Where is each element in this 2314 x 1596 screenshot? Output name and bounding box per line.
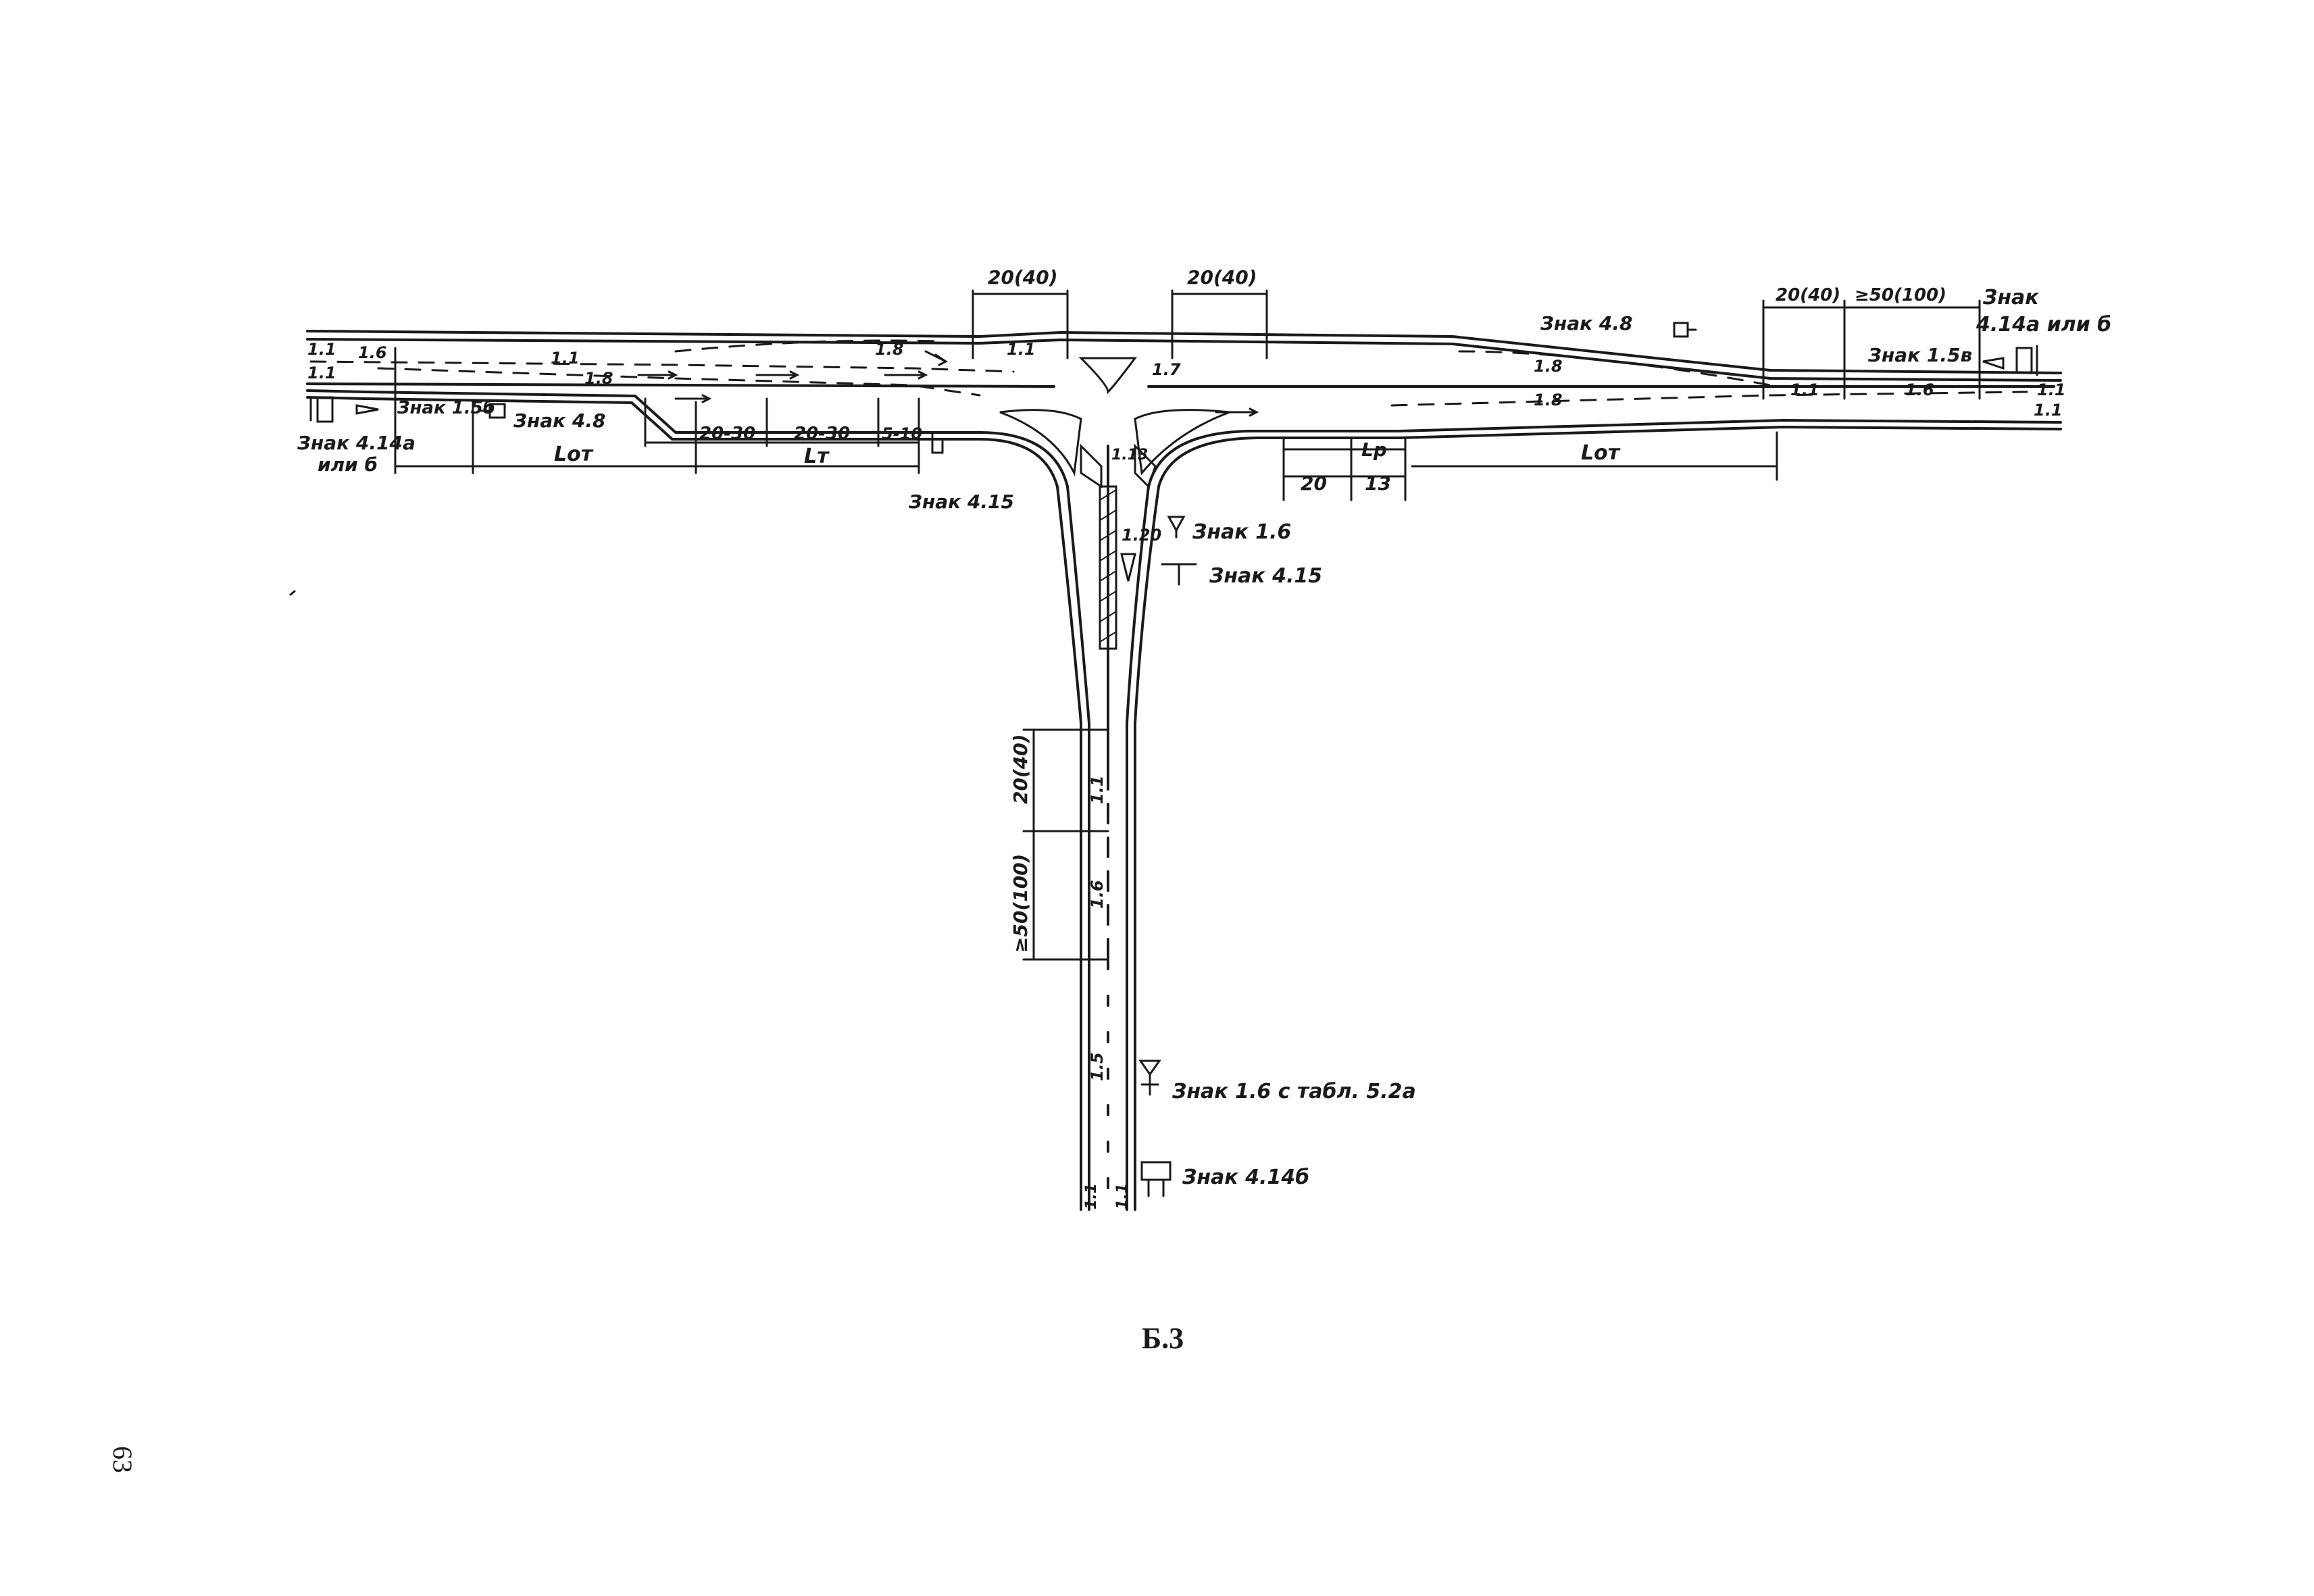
dim-label-right-ge50: ≥50(100) (1855, 285, 1946, 305)
sign-label-4-8-right: Знак 4.8 (1540, 312, 1633, 334)
sign-4-15-left-icon (931, 431, 944, 454)
sign-1-6-tabl-icon (1138, 1059, 1161, 1096)
chevron-island-right (1134, 443, 1157, 489)
sign-label-1-6: Знак 1.6 (1192, 520, 1291, 544)
marking-1-8-c: 1.8 (1534, 357, 1563, 376)
dim-top-centre (1171, 289, 1268, 359)
sign-label-1-6-tabl: Знак 1.6 с табл. 5.2а (1172, 1080, 1416, 1103)
chevron-island-left (1080, 443, 1103, 489)
marking-1-1-c: 1.1 (551, 349, 580, 368)
dim-top-left (972, 289, 1069, 359)
dim-label-top-left: 20(40) (988, 266, 1058, 289)
sign-label-4-15-right: Знак 4.15 (1209, 564, 1322, 588)
marking-1-1-bottom-left: 1.1 (1083, 1183, 1100, 1210)
dim-label-right-20-40: 20(40) (1776, 285, 1840, 305)
marking-1-6-vert: 1.6 (1088, 880, 1107, 909)
dim-right-lower (1282, 431, 1778, 501)
sign-1-20-icon (1120, 553, 1136, 582)
main-road-centre-line (306, 382, 2055, 388)
dim-label-20-30-a: 20-30 (699, 424, 755, 444)
dim-top-right (1762, 299, 1981, 400)
sign-label-4-8-left: Знак 4.8 (513, 409, 606, 432)
marking-1-6-a: 1.6 (358, 343, 387, 362)
sign-4-8-right-icon (1673, 322, 1697, 338)
marking-1-1-bottom-right: 1.1 (1114, 1183, 1131, 1210)
central-island (1078, 357, 1138, 395)
side-road-left-edge (1056, 485, 1090, 1211)
sign-label-1-5-right: Знак 1.5в (1867, 344, 1972, 366)
marking-1-20: 1.20 (1122, 526, 1161, 545)
dim-label-20-30-b: 20-30 (794, 424, 850, 444)
side-road-right-edge (1126, 485, 1160, 1211)
median-hatched-island (1099, 485, 1117, 650)
dim-label-l-ot-left: Lот (554, 443, 594, 466)
marking-1-5-vert: 1.5 (1088, 1052, 1107, 1081)
dim-vertical (1022, 728, 1109, 961)
figure-caption: Б.3 (1142, 1322, 1184, 1355)
marking-1-8-b: 1.8 (875, 340, 904, 359)
marking-1-1-g: 1.1 (2034, 401, 2063, 420)
sign-label-4-14-right-1: Знак (1982, 286, 2039, 309)
stray-mark (289, 590, 296, 596)
dim-label-vert-ge50: ≥50(100) (1009, 854, 1032, 953)
sign-label-4-14b: Знак 4.14б (1182, 1166, 1309, 1189)
marking-1-8-a: 1.8 (584, 369, 613, 388)
left-triangle-island (999, 409, 1082, 477)
dim-label-top-centre: 20(40) (1187, 266, 1257, 289)
sign-1-6-icon (1167, 516, 1186, 539)
sign-4-14-right-icon (2015, 345, 2038, 376)
marking-1-1-b: 1.1 (307, 364, 336, 382)
main-road-dashed-lines (309, 339, 2028, 407)
dim-label-vert-20-40: 20(40) (1009, 734, 1032, 804)
dim-label-20: 20 (1301, 472, 1327, 495)
dim-label-13: 13 (1365, 472, 1391, 495)
dim-left-lower (394, 347, 920, 474)
marking-1-1-e: 1.1 (1790, 380, 1819, 399)
sign-4-14-left-icon (309, 396, 334, 423)
sign-label-1-5-left: Знак 1.5б (397, 398, 495, 418)
marking-1-1-a: 1.1 (307, 340, 336, 359)
page-number: 63 (107, 1446, 138, 1473)
dim-label-5-10: 5-10 (882, 424, 922, 443)
sign-4-15-right-icon (1161, 563, 1197, 586)
sign-label-4-14-left: Знак 4.14а (297, 432, 416, 454)
marking-1-1-f: 1.1 (2037, 380, 2066, 399)
sign-label-4-15-left: Знак 4.15 (908, 491, 1014, 513)
sign-1-5-left-icon (355, 404, 379, 415)
main-road-top-edge (306, 330, 2062, 382)
dim-label-l-p: Lр (1361, 439, 1387, 461)
main-road-bottom-edge (306, 389, 2062, 488)
sign-label-4-14-right-2: 4.14а или б (1976, 313, 2111, 336)
sign-label-4-14-left-2: или б (318, 453, 378, 476)
marking-1-7: 1.7 (1152, 360, 1181, 379)
marking-1-1-vert: 1.1 (1088, 775, 1107, 804)
marking-1-1-d: 1.1 (1007, 340, 1036, 359)
sign-4-8-left-icon (480, 403, 506, 419)
sign-4-14b-icon (1140, 1161, 1172, 1197)
lane-arrows (637, 350, 1259, 417)
sign-1-5-right-icon (1982, 357, 2005, 370)
marking-1-8-d: 1.8 (1534, 391, 1563, 409)
dim-label-l-ot-right: Lот (1581, 441, 1621, 465)
marking-1-6-b: 1.6 (1905, 380, 1934, 399)
marking-1-13: 1.13 (1111, 447, 1148, 464)
dim-label-l-t: Lт (804, 445, 830, 468)
median-hatching (1099, 489, 1117, 643)
